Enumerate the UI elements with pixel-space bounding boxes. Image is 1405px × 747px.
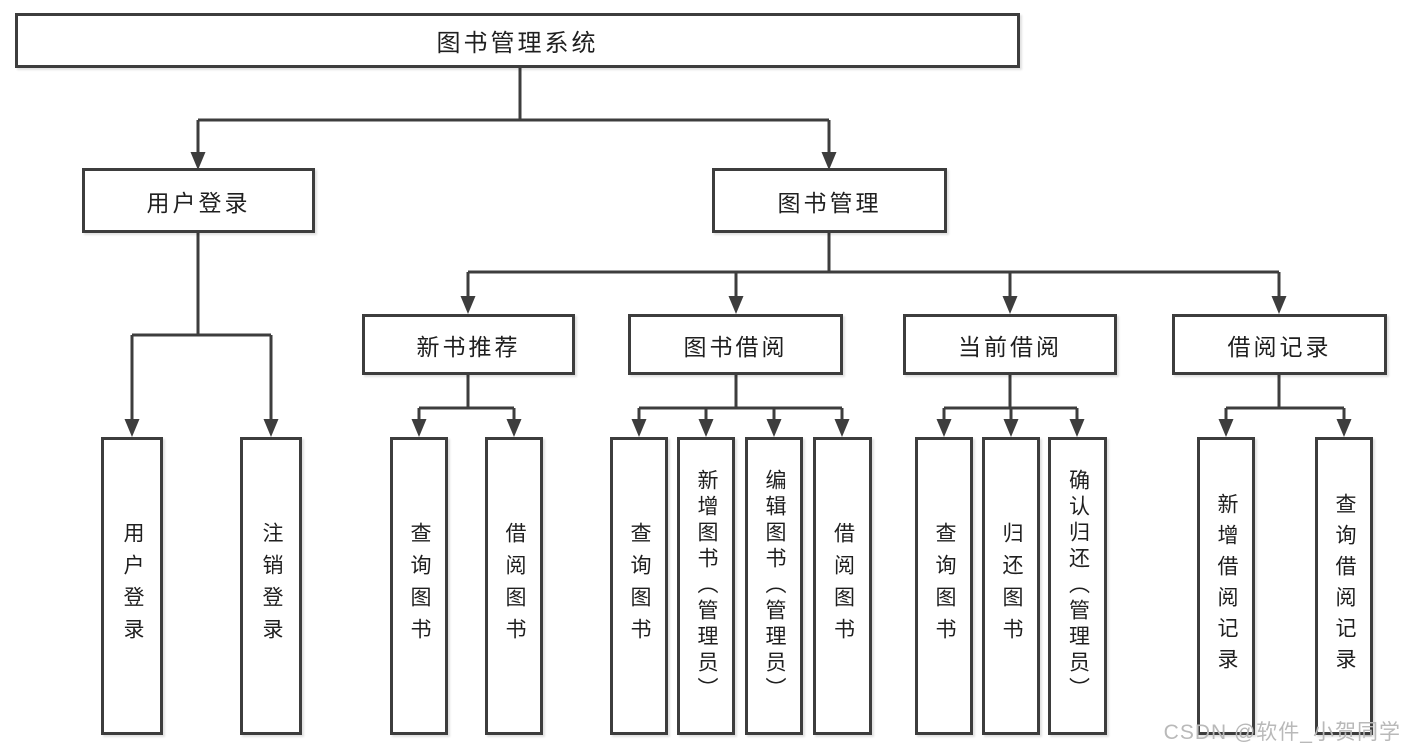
node-book-borrow: 图书借阅 (628, 314, 843, 375)
leaf-borrow-books-1: 借阅图书 (485, 437, 543, 735)
node-label: 查询图书 (408, 522, 431, 650)
node-label: 图书借阅 (683, 333, 788, 360)
node-label: 借阅图书 (831, 522, 855, 650)
leaf-add-borrow-record: 新增借阅记录 (1197, 437, 1255, 735)
leaf-user-login: 用户登录 (101, 437, 163, 735)
leaf-logout: 注销登录 (240, 437, 302, 735)
node-label: 注销登录 (260, 522, 283, 650)
node-label: 新增借阅记录 (1215, 493, 1238, 679)
node-user-login: 用户登录 (82, 168, 315, 233)
node-label: 新书推荐 (416, 333, 521, 360)
node-new-book-recommend: 新书推荐 (362, 314, 575, 375)
leaf-add-books-admin: 新增图书（管理员） (677, 437, 735, 735)
node-label: 用户登录 (146, 189, 251, 216)
leaf-borrow-books-2: 借阅图书 (813, 437, 872, 735)
csdn-watermark: CSDN @软件_小贺同学 (1163, 721, 1401, 744)
leaf-query-books-1: 查询图书 (390, 437, 448, 735)
node-label: 借阅记录 (1227, 333, 1332, 360)
leaf-edit-books-admin: 编辑图书（管理员） (745, 437, 803, 735)
node-label: 图书管理系统 (436, 30, 599, 57)
leaf-return-books: 归还图书 (982, 437, 1040, 735)
node-label: 确认归还（管理员） (1066, 469, 1090, 703)
leaf-confirm-return-admin: 确认归还（管理员） (1048, 437, 1107, 735)
node-system-root: 图书管理系统 (15, 13, 1020, 68)
node-label: 借阅图书 (503, 522, 526, 650)
node-label: 查询图书 (933, 522, 956, 650)
node-label: 查询借阅记录 (1333, 493, 1356, 679)
node-label: 当前借阅 (958, 333, 1062, 360)
leaf-query-books-3: 查询图书 (915, 437, 973, 735)
leaf-query-borrow-record: 查询借阅记录 (1315, 437, 1373, 735)
node-label: 归还图书 (1000, 522, 1023, 650)
node-label: 查询图书 (628, 522, 651, 650)
leaf-query-books-2: 查询图书 (610, 437, 668, 735)
node-label: 新增图书（管理员） (695, 469, 718, 703)
node-borrow-records: 借阅记录 (1172, 314, 1387, 375)
node-label: 用户登录 (121, 522, 144, 650)
node-label: 编辑图书（管理员） (763, 469, 786, 703)
node-current-borrow: 当前借阅 (903, 314, 1117, 375)
node-book-management: 图书管理 (712, 168, 947, 233)
node-label: 图书管理 (777, 189, 882, 216)
